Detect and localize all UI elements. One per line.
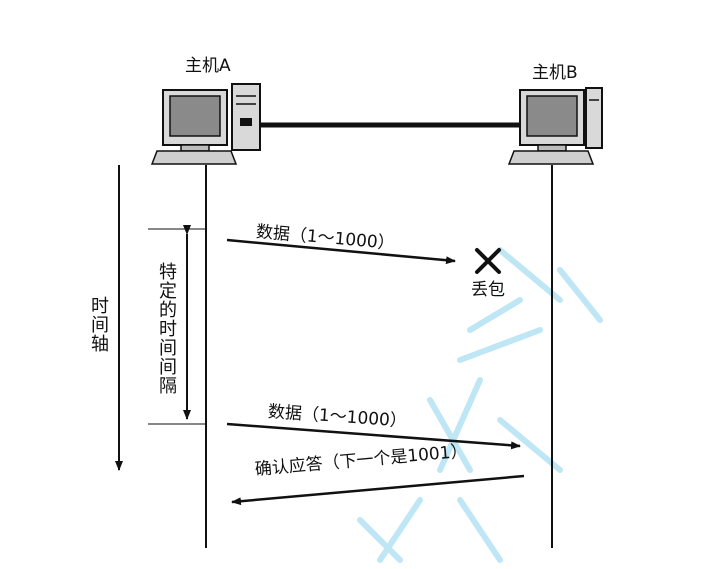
first-send-arrow <box>226 238 456 265</box>
packet-loss-label: 丢包 <box>471 280 505 300</box>
host-b-computer-icon <box>507 87 603 165</box>
resend-arrow <box>226 422 521 450</box>
time-axis-label: 时间轴 <box>88 296 109 353</box>
packet-loss-icon <box>475 248 501 274</box>
ack-arrow <box>231 474 525 506</box>
host-a-computer-icon <box>150 83 261 165</box>
host-a-label: 主机A <box>185 56 231 76</box>
interval-label: 特定的时间间隔 <box>156 262 177 395</box>
watermark <box>357 247 603 563</box>
host-b-label: 主机B <box>532 63 578 83</box>
